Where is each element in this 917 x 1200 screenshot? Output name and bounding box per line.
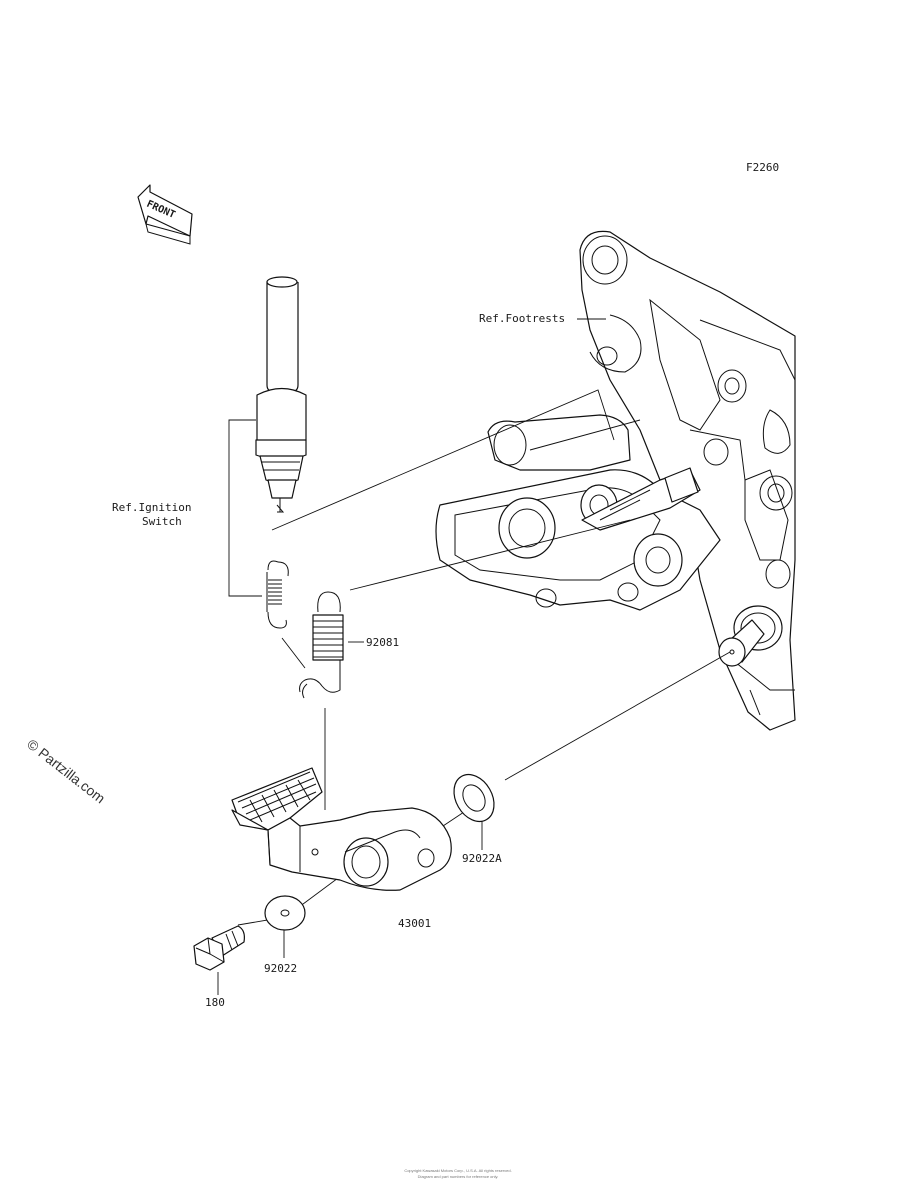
washer-92022a — [453, 773, 495, 823]
label-washer-a: 92022A — [462, 852, 502, 865]
watermark: © Partzilla.com — [24, 736, 108, 807]
lead-lines — [217, 318, 731, 995]
label-footrests: Ref.Footrests — [479, 312, 565, 325]
label-ignition-line2: Switch — [142, 515, 182, 528]
washer-92022 — [264, 895, 306, 931]
label-spring: 92081 — [366, 636, 399, 649]
return-spring — [299, 591, 344, 699]
label-pedal: 43001 — [398, 917, 431, 930]
label-bolt: 180 — [205, 996, 225, 1009]
front-arrow-icon: FRONT — [137, 184, 193, 245]
label-washer: 92022 — [264, 962, 297, 975]
label-ignition-line1: Ref.Ignition — [112, 501, 191, 514]
switch-spring — [266, 560, 289, 629]
brake-light-switch — [255, 276, 307, 513]
bolt-180 — [193, 925, 245, 971]
footer-line1: Copyright Kawasaki Motors Corp., U.S.A. … — [404, 1168, 511, 1173]
pivot-shaft — [718, 605, 783, 667]
switch-bracket — [581, 467, 701, 531]
footer-line2: Diagram and part numbers for reference o… — [418, 1174, 499, 1179]
diagram-code: F2260 — [746, 161, 779, 174]
pedal-grip — [237, 771, 317, 823]
brake-pedal — [231, 767, 452, 891]
